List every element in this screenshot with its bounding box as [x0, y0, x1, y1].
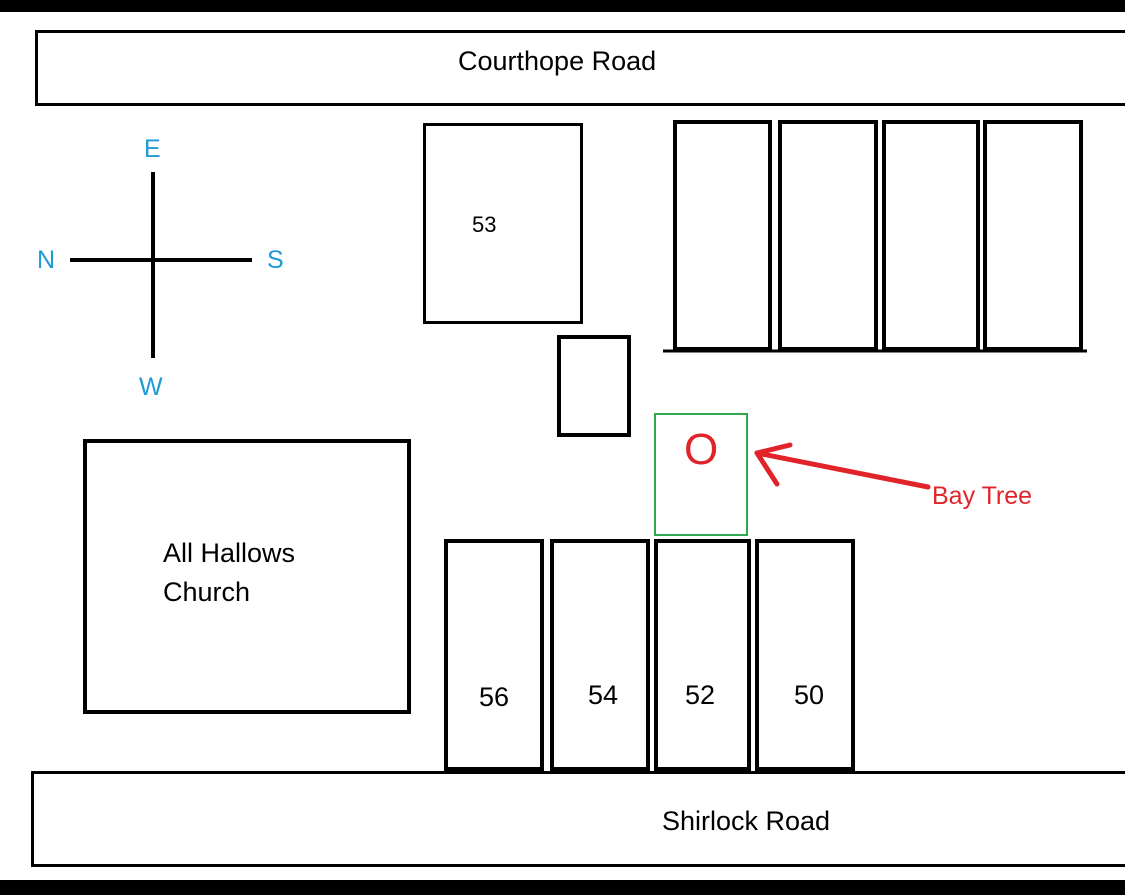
bay-tree-label: Bay Tree: [932, 482, 1033, 510]
all-hallows-church: [83, 439, 411, 714]
compass-right-label: S: [267, 246, 284, 274]
house-53: [423, 123, 583, 324]
house-52-label: 52: [684, 680, 716, 710]
church-label-line2: Church: [163, 577, 251, 607]
compass-bottom-label: W: [139, 373, 163, 401]
house-54-label: 54: [587, 680, 619, 710]
bay-tree-plot: [654, 413, 748, 536]
shirlock-road: [31, 771, 1125, 867]
house-53-label: 53: [472, 212, 497, 237]
house-56-label: 56: [478, 682, 510, 712]
bottom-border: [0, 880, 1125, 895]
terrace-unit-1: [673, 120, 772, 351]
outbuilding: [557, 335, 631, 437]
shirlock-road-label: Shirlock Road: [662, 806, 831, 836]
terrace-unit-3: [882, 120, 980, 351]
house-56: [444, 539, 544, 771]
bay-tree-marker: O: [684, 425, 719, 474]
terrace-unit-2: [778, 120, 878, 351]
church-label-line1: All Hallows: [163, 538, 296, 568]
house-50: [755, 539, 855, 771]
courthope-road-label: Courthope Road: [458, 46, 657, 76]
courthope-road: [35, 30, 1125, 106]
house-50-label: 50: [793, 680, 825, 710]
house-52: [654, 539, 751, 771]
top-border: [0, 0, 1125, 12]
compass-left-label: N: [37, 246, 56, 274]
terrace-unit-4: [983, 120, 1083, 351]
house-54: [550, 539, 650, 771]
compass-top-label: E: [144, 135, 161, 163]
